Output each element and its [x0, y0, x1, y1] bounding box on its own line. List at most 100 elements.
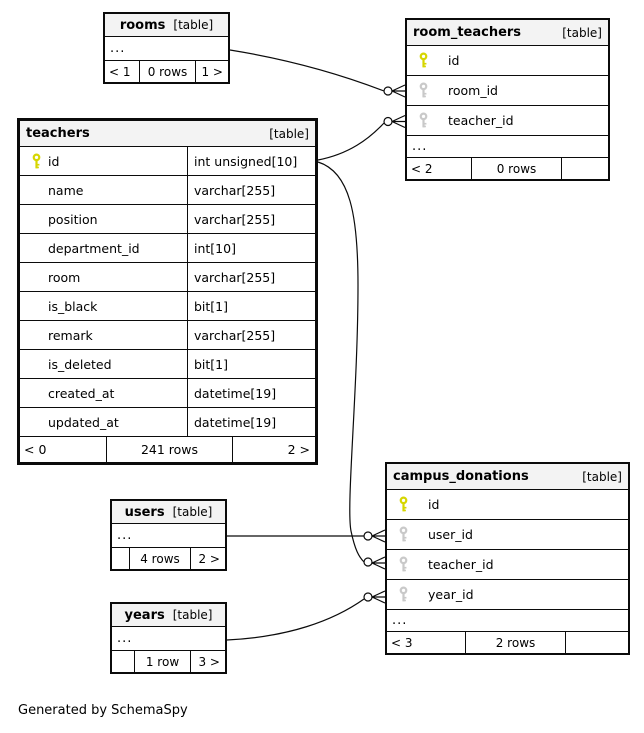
column-name-cell: department_id: [20, 234, 188, 262]
column-row-room: room varchar[255]: [20, 262, 315, 291]
column-type: varchar[255]: [194, 269, 276, 285]
column-name: room_id: [448, 83, 498, 98]
relationship-teachers-to-campus_donations-teacher_id: [317, 161, 386, 570]
column-name: remark: [48, 327, 93, 343]
column-row-teacher_id: teacher_id: [387, 549, 628, 579]
primary-key-icon: [399, 496, 407, 512]
column-name: teacher_id: [448, 113, 514, 128]
column-row-name: name varchar[255]: [20, 175, 315, 204]
column-name: is_black: [48, 298, 98, 314]
column-type: datetime[19]: [194, 385, 277, 401]
relationship-rooms-to-room_teachers-room_id: [229, 49, 406, 98]
footer-row-count: 4 rows: [129, 548, 190, 569]
footer-prev: < 2: [411, 161, 433, 176]
column-name: updated_at: [48, 414, 119, 430]
column-row-remark: remark varchar[255]: [20, 320, 315, 349]
column-name: user_id: [428, 527, 473, 542]
footer-next: [561, 158, 608, 179]
column-name: name: [48, 182, 84, 198]
footer-next: [565, 632, 628, 653]
column-name-cell: room: [20, 263, 188, 291]
table-footer: 1 row 3 >: [112, 650, 225, 672]
column-row-position: position varchar[255]: [20, 204, 315, 233]
table-teachers[interactable]: teachers [table] id int unsigned[10] name v…: [17, 118, 318, 465]
column-type: int unsigned[10]: [194, 153, 298, 169]
column-name: position: [48, 211, 98, 227]
key-icon-slot: [29, 153, 43, 170]
column-name-cell: name: [20, 176, 188, 204]
table-years[interactable]: years [table] ... 1 row 3 >: [110, 602, 227, 674]
table-users-header: users [table]: [112, 501, 225, 524]
footer-next: 2 >: [190, 548, 225, 569]
table-users[interactable]: users [table] ... 4 rows 2 >: [110, 499, 227, 571]
table-room_teachers-header: room_teachers [table]: [407, 20, 608, 46]
column-name: id: [48, 153, 60, 169]
column-name: id: [448, 53, 460, 68]
table-tag: [table]: [562, 25, 602, 40]
column-type: varchar[255]: [194, 211, 276, 227]
ellipsis-row: ...: [387, 609, 628, 631]
column-row-teacher_id: teacher_id: [407, 105, 608, 135]
column-row-id: id int unsigned[10]: [20, 147, 315, 175]
footer-row-count: 2 rows: [465, 632, 565, 653]
footer-prev: < 1: [109, 64, 131, 79]
table-campus_donations-header: campus_donations [table]: [387, 464, 628, 490]
table-rooms[interactable]: rooms [table] ... < 1 0 rows 1 >: [103, 12, 230, 84]
ellipsis-row: ...: [117, 528, 133, 543]
ellipsis-row: ...: [407, 135, 608, 157]
table-room_teachers[interactable]: room_teachers [table] id room_id teacher_i…: [405, 18, 610, 181]
table-tag: [table]: [173, 18, 214, 32]
table-tag: [table]: [582, 469, 622, 484]
relationship-years-to-campus_donations-year_id: [226, 590, 386, 641]
column-type: int[10]: [194, 240, 236, 256]
foreign-key-icon: [419, 112, 427, 128]
generator-caption: Generated by SchemaSpy: [18, 703, 188, 718]
table-title: years: [124, 607, 165, 623]
column-name: id: [428, 497, 440, 512]
table-years-header: years [table]: [112, 604, 225, 627]
primary-key-icon: [419, 52, 427, 68]
column-row-created_at: created_at datetime[19]: [20, 378, 315, 407]
ellipsis-row: ...: [110, 41, 126, 56]
column-type: bit[1]: [194, 356, 229, 372]
column-row-room_id: room_id: [407, 75, 608, 105]
key-icon-slot: [396, 586, 410, 603]
column-rows: id room_id teacher_id: [407, 46, 608, 135]
column-name-cell: remark: [20, 321, 188, 349]
column-name-cell: is_black: [20, 292, 188, 320]
foreign-key-icon: [419, 82, 427, 98]
column-name: is_deleted: [48, 356, 112, 372]
column-row-department_id: department_id int[10]: [20, 233, 315, 262]
column-name-cell: created_at: [20, 379, 188, 407]
footer-next: 2 >: [232, 437, 315, 462]
table-rooms-header: rooms [table]: [105, 14, 228, 37]
column-name-cell: position: [20, 205, 188, 233]
column-name: created_at: [48, 385, 115, 401]
column-type: varchar[255]: [194, 182, 276, 198]
column-type: varchar[255]: [194, 327, 276, 343]
column-row-is_deleted: is_deleted bit[1]: [20, 349, 315, 378]
column-type: bit[1]: [194, 298, 229, 314]
key-icon-slot: [416, 82, 430, 99]
table-footer: < 3 2 rows: [387, 631, 628, 653]
table-footer: 4 rows 2 >: [112, 547, 225, 569]
primary-key-icon: [32, 153, 40, 168]
key-icon-slot: [416, 52, 430, 69]
table-tag: [table]: [269, 126, 309, 141]
column-row-year_id: year_id: [387, 579, 628, 609]
key-icon-slot: [396, 556, 410, 573]
table-footer: < 1 0 rows 1 >: [105, 60, 228, 82]
column-name-cell: is_deleted: [20, 350, 188, 378]
column-name-cell: id: [20, 147, 188, 175]
table-footer: < 2 0 rows: [407, 157, 608, 179]
column-row-user_id: user_id: [387, 519, 628, 549]
table-teachers-header: teachers [table]: [20, 121, 315, 147]
footer-row-count: 0 rows: [471, 158, 561, 179]
column-name-cell: updated_at: [20, 408, 188, 436]
column-row-id: id: [387, 490, 628, 519]
footer-prev: < 3: [391, 635, 413, 650]
